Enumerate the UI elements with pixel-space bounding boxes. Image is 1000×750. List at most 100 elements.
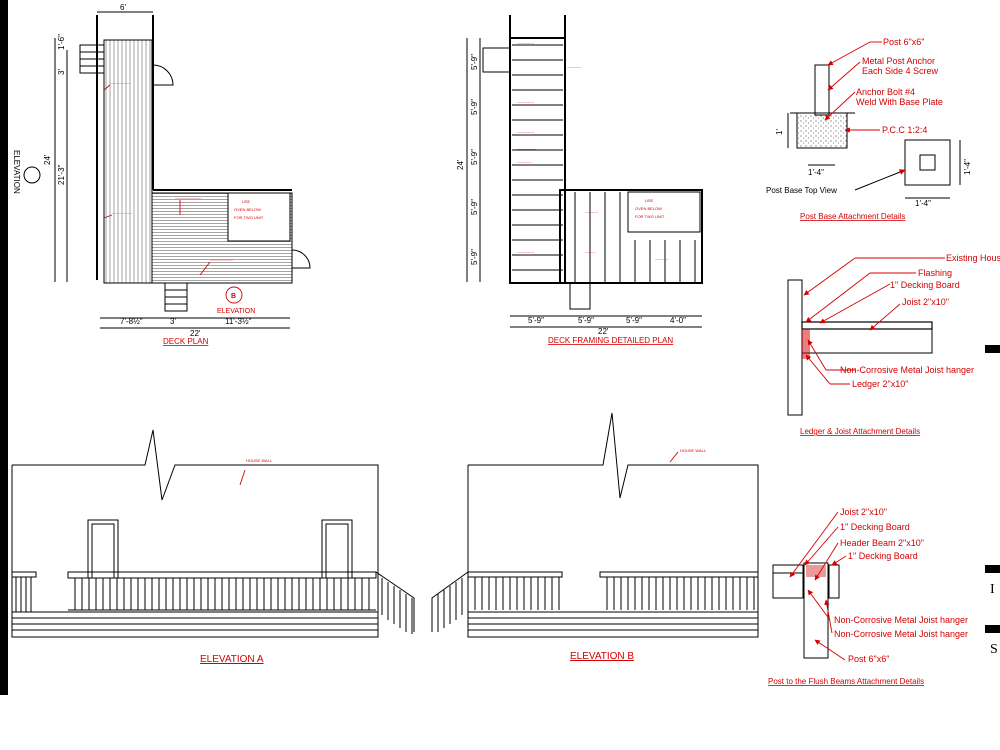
joist — [801, 328, 933, 354]
svg-text:-----------------: ----------------- — [210, 257, 233, 262]
elevation-a-wall-note: HOUSE WALL — [246, 458, 273, 463]
dim-height: 24' — [43, 154, 52, 165]
hot-tub-area — [227, 192, 291, 242]
svg-text:--------: -------- — [585, 249, 596, 254]
post-base-top-view — [904, 139, 951, 186]
svg-text:USE: USE — [645, 198, 654, 203]
svg-text:--------------------: -------------------- — [175, 195, 202, 200]
flush-label-2: 1" Decking Board — [840, 522, 910, 532]
post-base-dim-top-w: 1'-4" — [915, 199, 931, 208]
door-swing-right — [291, 249, 311, 269]
flush-label-1: Joist 2"x10" — [840, 507, 887, 517]
framing-stair-bottom — [569, 282, 591, 310]
deck-plan: USE OVEN BELOW FOR TWO UNIT ------------… — [43, 3, 311, 346]
dim-right: 11'-3½" — [225, 317, 252, 326]
flush-label-4: 1" Decking Board — [848, 551, 918, 561]
elevation-b-balusters — [474, 577, 755, 610]
flush-joist-left — [772, 572, 804, 599]
svg-text:B: B — [231, 293, 236, 300]
svg-text:-----------: ----------- — [567, 64, 582, 69]
elevation-b-rail-right — [599, 571, 759, 578]
side-elevation-marker: ELEVATION — [12, 150, 21, 194]
post-base-dim-height: 1' — [775, 129, 784, 135]
svg-text:----------: ---------- — [655, 256, 669, 261]
svg-text:OVEN BELOW: OVEN BELOW — [635, 206, 662, 211]
ledger-title: Ledger & Joist Attachment Details — [800, 427, 920, 436]
svg-text:1'-6": 1'-6" — [57, 34, 66, 50]
svg-text:----------: ---------- — [585, 209, 599, 214]
existing-house-wall — [787, 279, 803, 416]
svg-text:-------------: ------------- — [517, 249, 535, 254]
elevation-b-marker — [225, 286, 243, 304]
ledger-label-1: Existing House — [946, 253, 1000, 263]
elevation-a-balusters — [74, 578, 370, 610]
framing-dim-total: 22' — [598, 327, 609, 336]
sheet-border-bar — [0, 0, 8, 695]
svg-text:---------------: --------------- — [110, 80, 131, 85]
framing-upper — [509, 37, 566, 284]
ledger-label-6: Ledger 2"x10" — [852, 379, 908, 389]
elevation-a-title: ELEVATION A — [200, 654, 264, 665]
post-base-dim-top-h: 1'-4" — [963, 159, 972, 175]
ledger-label-4: Joist 2"x10" — [902, 297, 949, 307]
post-elevation — [814, 64, 830, 116]
flush-post — [803, 562, 829, 659]
edge-letter-1: I — [990, 582, 995, 597]
dim-height-sub: 21'-3" — [57, 164, 66, 185]
framing-dim-3: 5'-9" — [626, 316, 642, 325]
hot-tub-note-1: USE — [242, 199, 251, 204]
ledger-label-2: Flashing — [918, 268, 952, 278]
elevation-a: HOUSE WALL — [11, 429, 415, 665]
post-base-dim-width: 1'-4" — [808, 168, 824, 177]
flush-beam-title: Post to the Flush Beams Attachment Detai… — [768, 677, 924, 686]
flush-label-6: Non-Corrosive Metal Joist hanger — [834, 629, 968, 639]
framing-dim-height: 24' — [456, 159, 465, 170]
elevation-b: HOUSE WALL ELEV — [431, 412, 759, 662]
hot-tub-note-2: OVEN BELOW — [234, 207, 261, 212]
footing-elevation — [796, 112, 848, 149]
flush-label-3: Header Beam 2"x10" — [840, 538, 924, 548]
dim-mid: 3' — [170, 317, 176, 326]
ledger-label-5: Non-Corrosive Metal Joist hanger — [840, 365, 974, 375]
framing-dim-1: 5'-9" — [528, 316, 544, 325]
elevation-b-stair-rail — [431, 571, 469, 632]
side-elevation-label: ELEVATION — [12, 150, 21, 194]
hot-tub-note-3: FOR TWO UNIT — [234, 215, 264, 220]
post-base-detail: 1'-4" 1' Post 6"x6" Metal Post Anchor Ea… — [766, 37, 972, 221]
framing-lower — [559, 189, 703, 284]
framing-dim-4: 4'-0" — [670, 316, 686, 325]
side-section-marker — [23, 166, 41, 184]
framing-plan-title: DECK FRAMING DETAILED PLAN — [548, 336, 673, 345]
framing-seg-3: 5'-9" — [470, 149, 479, 165]
elevation-a-stair-rail — [375, 571, 415, 632]
flush-beam-detail: Joist 2"x10" 1" Decking Board Header Bea… — [768, 507, 1000, 686]
door-swing-top — [152, 64, 174, 86]
ledger-detail: Existing House Flashing 1" Decking Board… — [787, 253, 1000, 436]
framing-seg-1: 5'-9" — [470, 54, 479, 70]
dim-left: 7'-8½" — [120, 317, 143, 326]
post-base-label-6: P.C.C 1:2:4 — [882, 125, 927, 135]
svg-text:FOR TWO UNIT: FOR TWO UNIT — [635, 214, 665, 219]
svg-text:---------------: --------------- — [112, 210, 133, 215]
framing-seg-4: 5'-9" — [470, 199, 479, 215]
framing-plan: USE OVEN BELOW FOR TWO UNIT ------------… — [456, 15, 703, 345]
svg-text:-------------: ------------- — [517, 40, 535, 45]
svg-text:3': 3' — [57, 69, 66, 75]
ledger-label-3: 1" Decking Board — [890, 280, 960, 290]
flush-label-5: Non-Corrosive Metal Joist hanger — [834, 615, 968, 625]
post-base-label-5: Weld With Base Plate — [856, 97, 943, 107]
edge-letter-2: S — [990, 642, 998, 657]
dim-top: 6' — [120, 3, 126, 12]
post-base-label-1: Post 6"x6" — [883, 37, 924, 47]
post-base-label-3: Each Side 4 Screw — [862, 66, 939, 76]
decking-board — [801, 321, 933, 330]
framing-hot-tub — [627, 191, 701, 233]
post-base-top-view-label: Post Base Top View — [766, 186, 837, 195]
elevation-b-title: ELEVATION B — [570, 651, 634, 662]
dim-total-width: 22' — [190, 329, 201, 338]
framing-dim-2: 5'-9" — [578, 316, 594, 325]
post-base-label-2: Metal Post Anchor — [862, 56, 935, 66]
framing-seg-5: 5'-9" — [470, 249, 479, 265]
svg-text:-------------: ------------- — [517, 129, 535, 134]
